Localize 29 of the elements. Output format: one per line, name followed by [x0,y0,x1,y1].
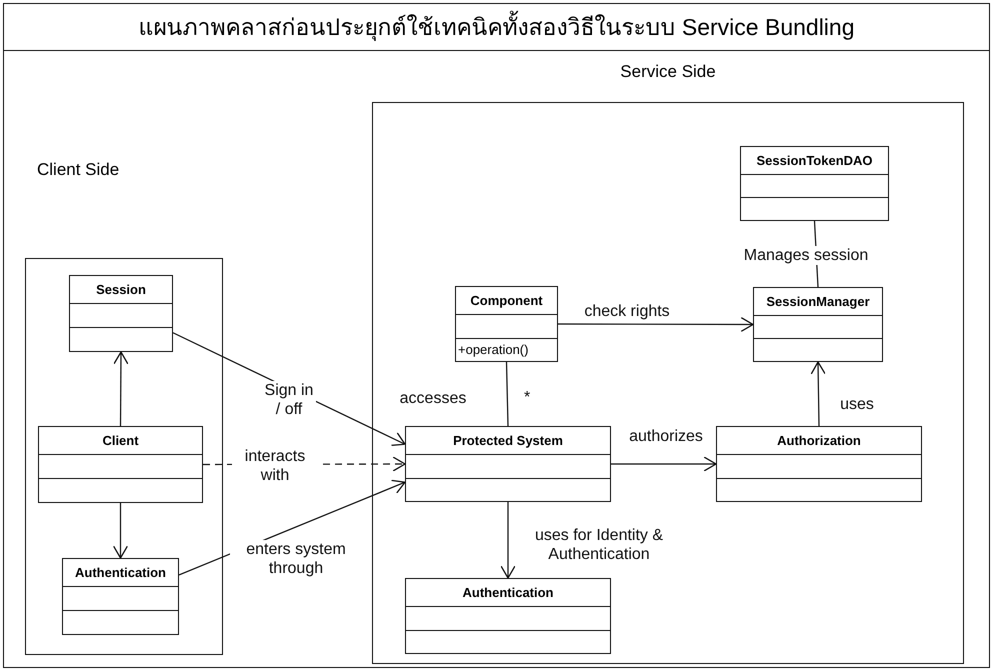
class-name: Authentication [462,585,554,600]
package-heading: Service Side [620,62,716,82]
class-name: Component [470,293,543,308]
class-box [753,287,883,362]
class-name: Authorization [777,433,861,448]
class-box [405,426,611,502]
class-box [62,558,179,635]
class-name: Authentication [75,565,166,580]
class-name: Session [96,282,146,297]
class-name: SessionTokenDAO [756,153,873,168]
class-box [740,146,889,221]
arrow [611,456,717,472]
arrow [500,502,516,579]
arrow [810,361,826,426]
class-name: Protected System [453,433,563,448]
arrow [112,503,128,559]
class-box [38,426,203,503]
class-name: Client [102,433,139,448]
association-line [506,362,509,426]
operation-text: +operation() [458,342,528,358]
class-box [69,275,173,352]
arrow [113,351,129,426]
class-box [455,286,558,362]
class-name: SessionManager [766,294,870,309]
package-heading: Client Side [37,160,120,180]
class-box [405,578,611,654]
title: แผนภาพคลาสก่อนประยุกต์ใช้เทคนิคทั้งสองวิธีในระบบ Service Bundling [3,3,990,51]
class-box [716,426,922,502]
arrow [558,316,754,332]
